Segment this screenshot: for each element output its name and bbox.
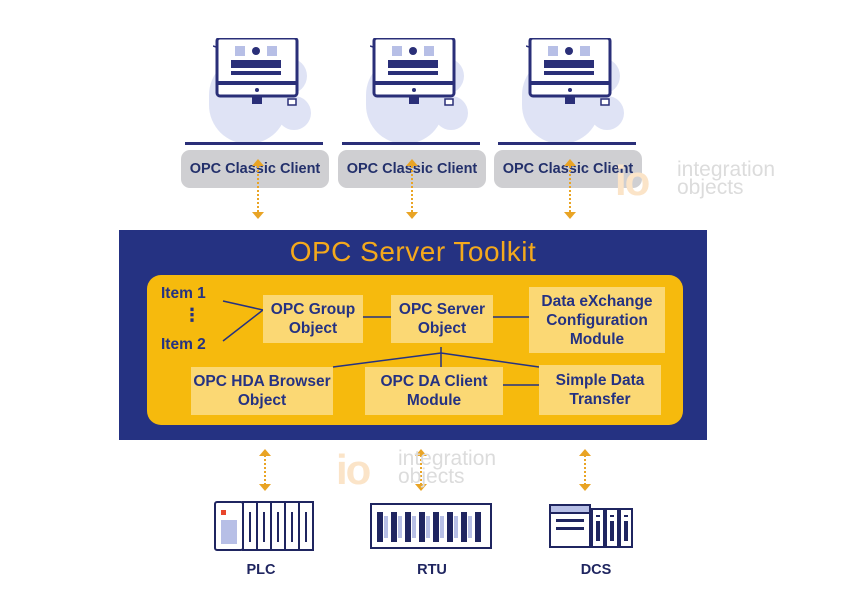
watermark-line2: objects (398, 465, 465, 488)
client-label: OPC Classic Client (494, 150, 642, 188)
connector-arrow-rtu (415, 449, 427, 491)
computer-monitor-icon (526, 38, 612, 106)
item-2-label: Item 2 (161, 336, 206, 353)
device-label-rtu: RTU (417, 562, 447, 578)
connector-arrow-client-2 (406, 159, 418, 219)
opc-group-object-module: OPC Group Object (263, 295, 363, 343)
toolkit-title: OPC Server Toolkit (289, 236, 537, 267)
dcs-controller-icon (549, 504, 633, 548)
device-label-plc: PLC (246, 562, 276, 578)
connector-arrow-client-3 (564, 159, 576, 219)
connector-arrow-client-1 (252, 159, 264, 219)
plc-rack-icon (214, 501, 314, 551)
connector-arrow-dcs (579, 449, 591, 491)
watermark-logo: io (336, 446, 371, 493)
toolkit-inner-panel: Item 1 ⋮ Item 2 OPC Group Object OPC Ser… (147, 275, 683, 425)
module-connector-lines (222, 300, 540, 386)
watermark-line1: integration (677, 158, 776, 181)
item-ellipsis: ⋮ (183, 305, 201, 325)
opc-server-object-module: OPC Server Object (391, 295, 493, 343)
simple-data-transfer-module: Simple Data Transfer (539, 365, 661, 415)
computer-monitor-icon (370, 38, 456, 106)
data-exchange-configuration-module: Data eXchange Configuration Module (529, 287, 665, 353)
watermark-line2: objects (677, 176, 744, 199)
client-3: OPC Classic Client (494, 38, 642, 188)
computer-monitor-icon (213, 38, 299, 106)
item-1-label: Item 1 (161, 285, 206, 302)
opc-da-client-module: OPC DA Client Module (365, 367, 503, 415)
client-label: OPC Classic Client (181, 150, 329, 188)
opc-hda-browser-object-module: OPC HDA Browser Object (191, 367, 333, 415)
watermark-logo: io (615, 157, 650, 204)
connector-arrow-plc (259, 449, 271, 491)
rtu-rack-icon (370, 503, 492, 549)
watermark-line1: integration (398, 447, 497, 470)
opc-server-toolkit: OPC Server Toolkit Item 1 ⋮ Item 2 OPC G… (119, 230, 707, 440)
client-2: OPC Classic Client (338, 38, 486, 188)
device-label-dcs: DCS (580, 562, 612, 578)
client-1: OPC Classic Client (181, 38, 329, 188)
